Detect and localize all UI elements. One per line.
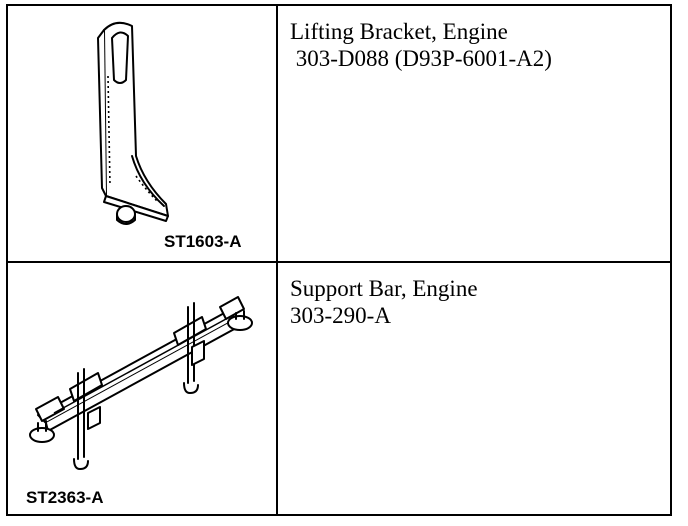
engine-lifting-bracket-illustration	[97, 21, 169, 225]
tool-description: Support Bar, Engine 303-290-A	[278, 263, 670, 329]
tool-illustration-cell: ST1603-A	[8, 6, 276, 261]
illustration-reference-id: ST1603-A	[164, 232, 242, 251]
tool-number: 303-D088 (D93P-6001-A2)	[290, 46, 552, 71]
tool-description-cell: Support Bar, Engine 303-290-A	[278, 263, 670, 514]
tool-illustration-cell: ST2363-A	[8, 263, 276, 514]
tool-description: Lifting Bracket, Engine 303-D088 (D93P-6…	[278, 6, 670, 72]
tool-number: 303-290-A	[290, 303, 391, 328]
row-divider	[8, 261, 670, 263]
special-tools-table: ST1603-A Lifting Bracket, Engine 303-D08…	[6, 4, 672, 516]
tool-description-cell: Lifting Bracket, Engine 303-D088 (D93P-6…	[278, 6, 670, 261]
tool-name: Support Bar, Engine	[290, 276, 478, 301]
tool-name: Lifting Bracket, Engine	[290, 19, 508, 44]
column-divider	[276, 6, 278, 514]
engine-support-bar-illustration	[29, 296, 253, 470]
illustration-reference-id: ST2363-A	[26, 488, 104, 507]
